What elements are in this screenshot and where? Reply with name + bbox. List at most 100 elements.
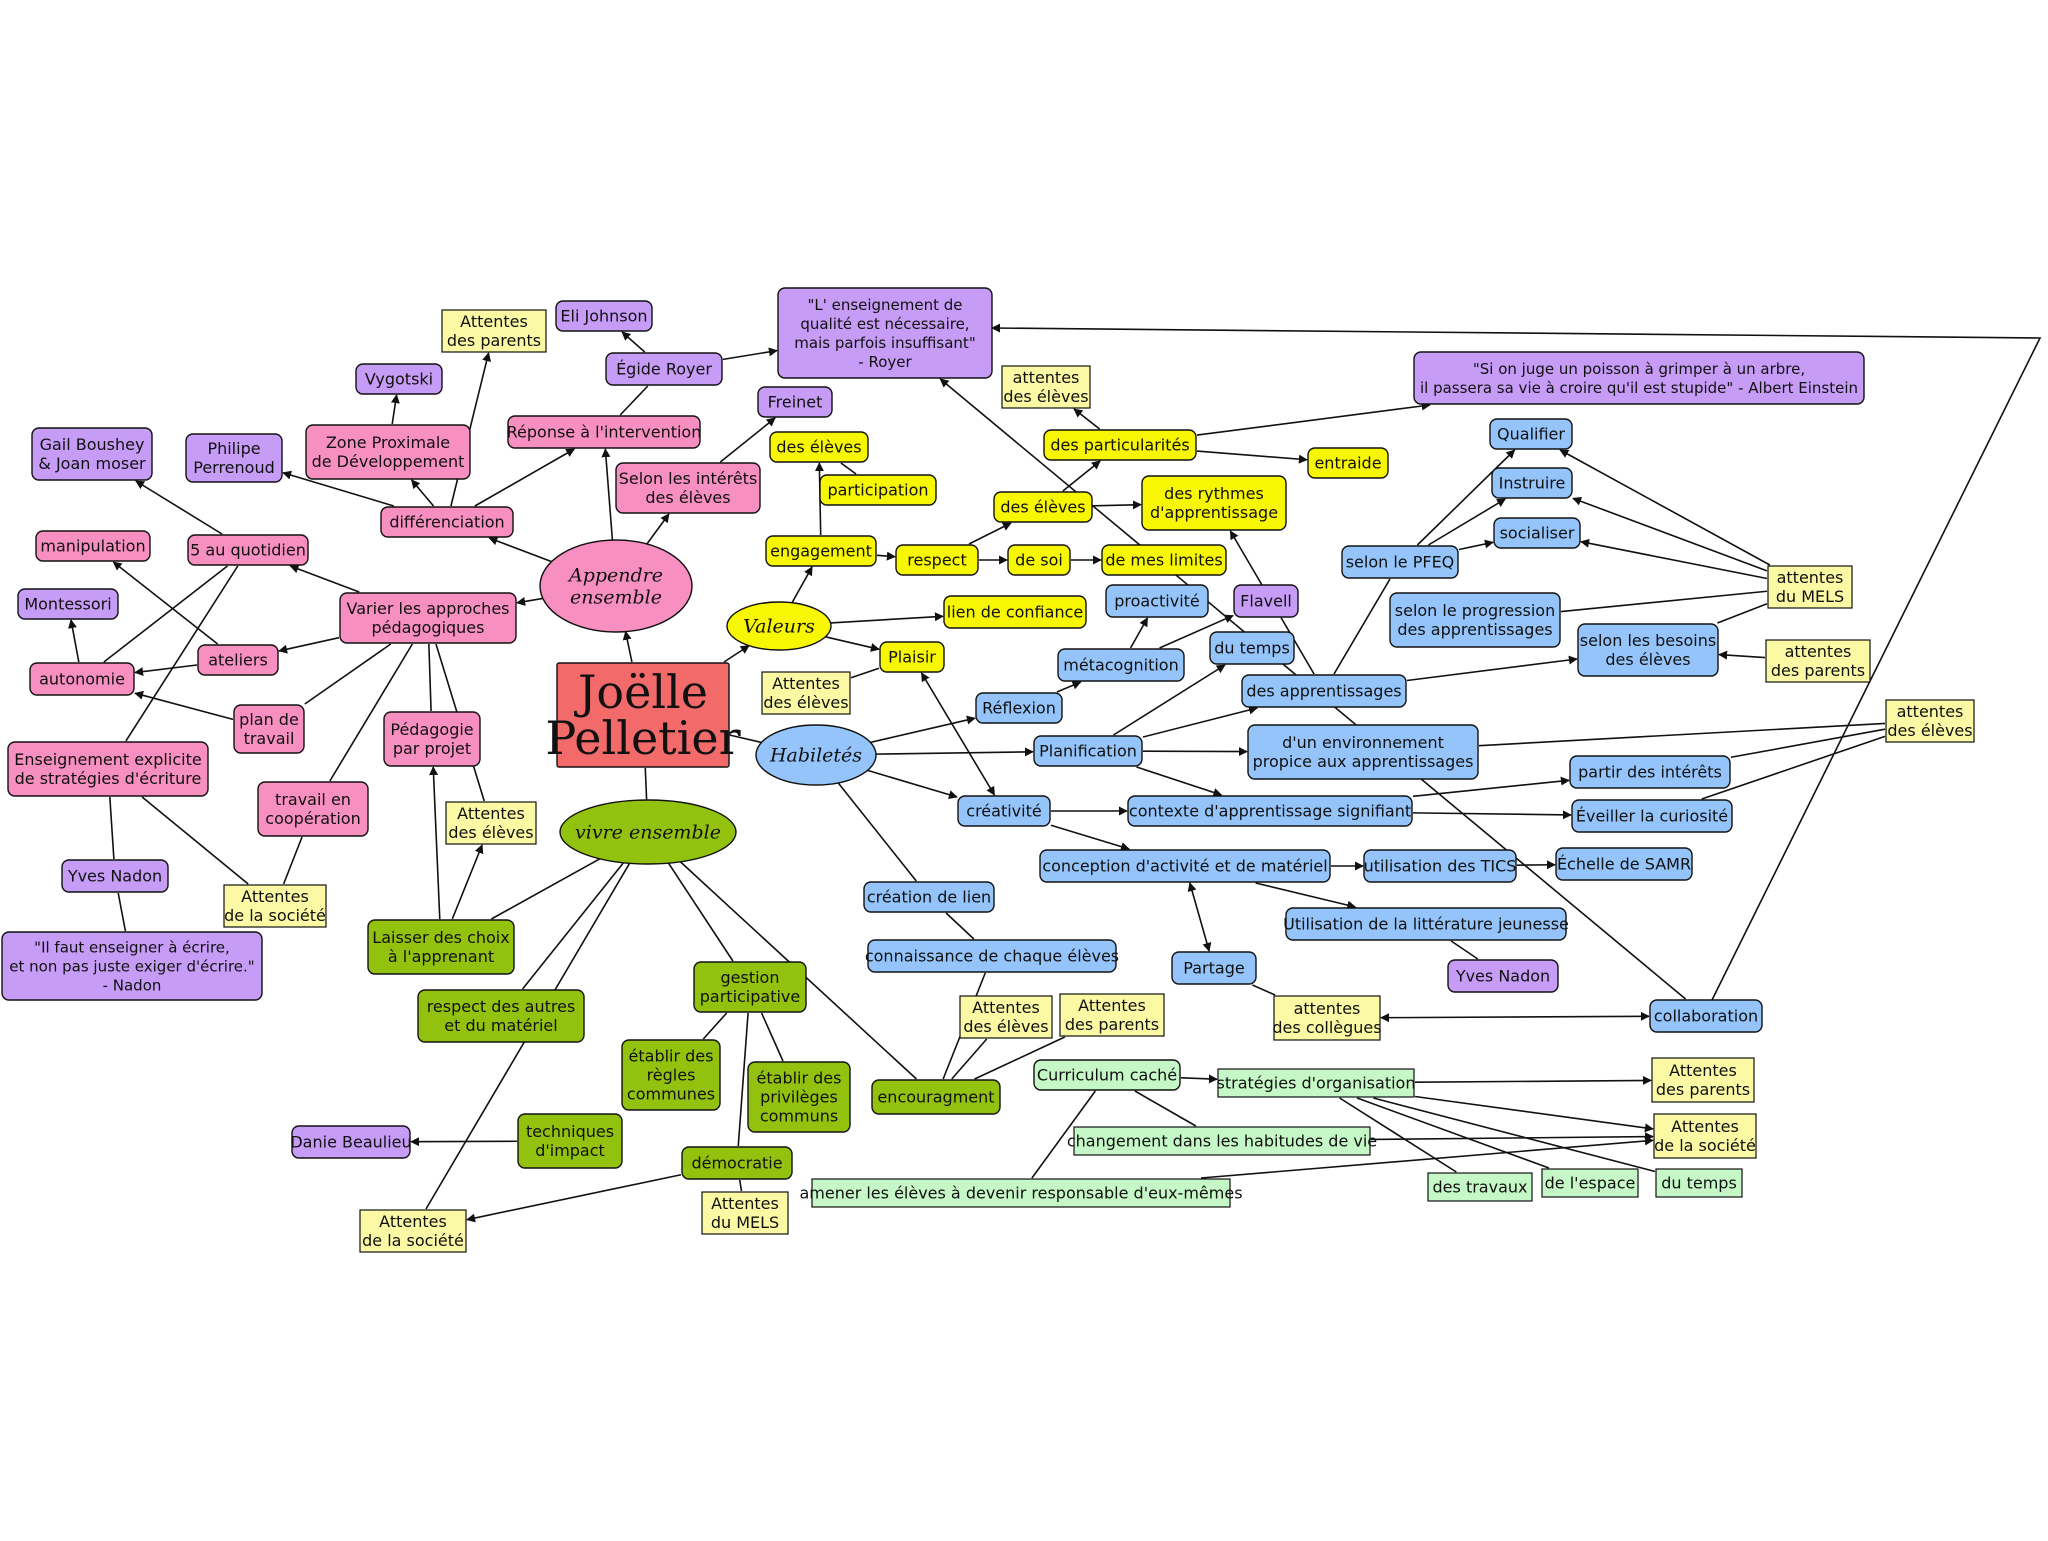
node-collaboration[interactable]: collaboration: [1649, 999, 1763, 1033]
node-partage[interactable]: Partage: [1171, 951, 1257, 985]
node-particularites[interactable]: des particularités: [1043, 429, 1197, 461]
node-strategies[interactable]: stratégies d'organisation: [1217, 1068, 1416, 1098]
node-tics[interactable]: utilisation des TICS: [1363, 849, 1517, 883]
node-habiletes[interactable]: Habiletés: [755, 724, 877, 786]
node-partirInterets[interactable]: partir des intérêts: [1569, 755, 1731, 789]
node-connaissance[interactable]: connaissance de chaque élèves: [865, 939, 1119, 973]
node-selonPfeq[interactable]: selon le PFEQ: [1341, 545, 1459, 579]
node-engagement[interactable]: engagement: [765, 535, 877, 567]
node-vivre[interactable]: vivre ensemble: [559, 799, 737, 865]
node-vygotski[interactable]: Vygotski: [355, 363, 443, 395]
node-reflexion[interactable]: Réflexion: [975, 692, 1063, 724]
node-egide[interactable]: Égide Royer: [605, 352, 723, 386]
node-participation[interactable]: participation: [819, 474, 937, 506]
node-cinq[interactable]: 5 au quotidien: [187, 534, 309, 566]
node-travaux[interactable]: des travaux: [1427, 1172, 1533, 1202]
node-yvesNadon2[interactable]: Yves Nadon: [1447, 959, 1559, 993]
node-planification[interactable]: Planification: [1033, 735, 1143, 767]
node-autonomie[interactable]: autonomie: [29, 662, 135, 696]
node-different[interactable]: différenciation: [380, 506, 514, 538]
node-label: Montessori: [24, 595, 111, 614]
node-instruire[interactable]: Instruire: [1491, 467, 1573, 499]
node-espace[interactable]: de l'espace: [1541, 1168, 1639, 1198]
node-plaisir[interactable]: Plaisir: [879, 641, 945, 673]
node-freinet[interactable]: Freinet: [757, 386, 833, 418]
node-amener[interactable]: amener les élèves à devenir responsable …: [799, 1178, 1243, 1208]
node-ateliers[interactable]: ateliers: [197, 644, 279, 676]
node-metacog[interactable]: métacognition: [1057, 648, 1185, 682]
node-gail[interactable]: Gail Boushey& Joan moser: [31, 427, 153, 481]
node-reponse[interactable]: Réponse à l'intervention: [507, 415, 702, 449]
node-samr[interactable]: Échelle de SAMR: [1555, 847, 1693, 881]
node-respect[interactable]: respect: [895, 544, 979, 576]
node-danie[interactable]: Danie Beaulieu: [290, 1125, 412, 1159]
node-lienConf[interactable]: lien de confiance: [943, 595, 1087, 629]
node-litterature[interactable]: Utilisation de la littérature jeunesse: [1283, 907, 1569, 941]
node-manip[interactable]: manipulation: [35, 530, 151, 562]
node-qualifier[interactable]: Qualifier: [1489, 418, 1573, 450]
node-deSoi[interactable]: de soi: [1007, 544, 1071, 576]
node-changement[interactable]: changement dans les habitudes de vie: [1067, 1126, 1377, 1156]
node-entraide[interactable]: entraide: [1307, 447, 1389, 479]
node-yvesNadon1[interactable]: Yves Nadon: [61, 859, 169, 893]
node-valeurs[interactable]: Valeurs: [726, 601, 832, 651]
node-limites[interactable]: de mes limites: [1101, 544, 1227, 576]
node-desEleves[interactable]: des élèves: [769, 431, 869, 463]
node-duTemps[interactable]: du temps: [1209, 631, 1295, 665]
node-montessori[interactable]: Montessori: [17, 588, 119, 620]
node-contexte[interactable]: contexte d'apprentissage signifiant: [1127, 795, 1413, 827]
node-apprentissages[interactable]: des apprentissages: [1241, 674, 1407, 708]
node-desEleves2[interactable]: des élèves: [993, 491, 1093, 523]
node-temps2[interactable]: du temps: [1655, 1168, 1743, 1198]
node-creativite[interactable]: créativité: [957, 795, 1051, 827]
node-einstein[interactable]: "Si on juge un poisson à grimper à un ar…: [1413, 351, 1865, 405]
node-eli[interactable]: Eli Johnson: [555, 300, 653, 332]
node-creationLien[interactable]: création de lien: [863, 881, 995, 913]
node-democratie[interactable]: démocratie: [681, 1146, 793, 1180]
node-flavell[interactable]: Flavell: [1233, 584, 1299, 618]
node-curriculum[interactable]: Curriculum caché: [1033, 1059, 1181, 1091]
node-proactivite[interactable]: proactivité: [1105, 584, 1209, 618]
node-curiosite[interactable]: Éveiller la curiosité: [1571, 799, 1733, 833]
node-conception[interactable]: conception d'activité et de matériel: [1039, 849, 1331, 883]
node-socialiser[interactable]: socialiser: [1493, 517, 1581, 549]
node-encouragement[interactable]: encouragment: [871, 1079, 1001, 1115]
node-nadonQuote[interactable]: "Il faut enseigner à écrire,et non pas j…: [1, 931, 263, 1001]
